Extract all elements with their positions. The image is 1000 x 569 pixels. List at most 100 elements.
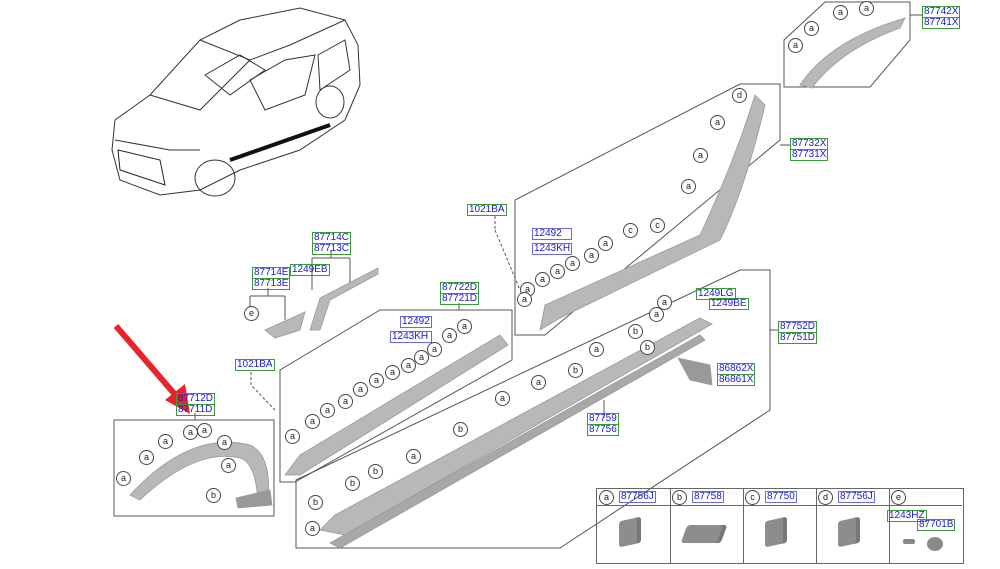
- label-screw-mirror[interactable]: 1249EB: [290, 264, 330, 276]
- callout-a: a: [535, 272, 550, 287]
- callout-a: a: [139, 450, 154, 465]
- callout-b: b: [640, 340, 655, 355]
- part-number[interactable]: 1243KH: [390, 331, 432, 343]
- legend-col-b[interactable]: b 87758: [670, 489, 744, 563]
- callout-a: a: [158, 434, 173, 449]
- screw-icon: [903, 539, 915, 544]
- label-grommet[interactable]: 87701B: [917, 519, 956, 531]
- mirror-lower-part: [264, 311, 306, 339]
- part-number[interactable]: 1243HZ: [887, 510, 927, 522]
- callout-b: b: [345, 476, 360, 491]
- callout-a: a: [406, 449, 421, 464]
- label-screw[interactable]: 1243HZ: [887, 510, 927, 522]
- part-number[interactable]: 87742X: [922, 6, 961, 18]
- callout-a: a: [369, 373, 384, 388]
- part-number[interactable]: 87731X: [790, 149, 829, 161]
- callout-a: a: [442, 328, 457, 343]
- part-number[interactable]: 86861X: [717, 374, 756, 386]
- legend-col-c[interactable]: c 87750: [743, 489, 817, 563]
- part-number[interactable]: 87713E: [252, 278, 291, 290]
- callout-a: a: [305, 521, 320, 536]
- part-number[interactable]: 1021BA: [235, 359, 275, 371]
- retainer-icon: [680, 525, 728, 543]
- callout-a: a: [320, 403, 335, 418]
- part-number[interactable]: 87758: [692, 491, 724, 503]
- part-number[interactable]: 87714E: [252, 267, 291, 279]
- arch-bracket-part: [235, 489, 273, 509]
- callout-letter: b: [672, 490, 687, 505]
- part-number[interactable]: 87722D: [440, 282, 480, 294]
- callout-b: b: [628, 324, 643, 339]
- part-number[interactable]: 87701B: [917, 519, 956, 531]
- callout-d: d: [732, 88, 747, 103]
- callout-b: b: [453, 422, 468, 437]
- label-clips-upper[interactable]: 12492 1243KH: [532, 228, 573, 255]
- part-number[interactable]: 87711D: [176, 405, 216, 416]
- part-number[interactable]: 87751D: [778, 332, 818, 344]
- callout-a: a: [197, 423, 212, 438]
- part-number[interactable]: 12492: [532, 228, 573, 240]
- label-nut-upper[interactable]: 1021BA: [467, 204, 507, 216]
- red-arrow-indicator: [113, 324, 190, 414]
- label-sill-clip-2[interactable]: 1249BE: [709, 298, 749, 310]
- callout-a: a: [338, 394, 353, 409]
- part-number[interactable]: 87741X: [922, 17, 961, 29]
- callout-a: a: [589, 342, 604, 357]
- callout-a: a: [681, 179, 696, 194]
- part-number[interactable]: 87750: [765, 491, 797, 503]
- part-number[interactable]: 87756J: [838, 491, 875, 503]
- part-number[interactable]: 1021BA: [467, 204, 507, 216]
- legend-col-e[interactable]: e 1243HZ 87701B: [887, 489, 962, 563]
- label-clips-front[interactable]: 12492 1243KH: [390, 316, 432, 343]
- part-number[interactable]: 87752D: [778, 321, 818, 333]
- clip-icon: [838, 516, 860, 548]
- part-number[interactable]: 1249BE: [709, 298, 749, 310]
- callout-letter: a: [599, 490, 614, 505]
- part-number[interactable]: 87713C: [312, 243, 352, 255]
- callout-a: a: [427, 342, 442, 357]
- callout-e: e: [244, 306, 259, 321]
- callout-a: a: [788, 38, 803, 53]
- part-number[interactable]: 87759: [587, 413, 619, 425]
- callout-a: a: [217, 435, 232, 450]
- clip-icon: [765, 516, 787, 548]
- legend-col-a[interactable]: a 87756J: [597, 489, 671, 563]
- part-number[interactable]: 1243KH: [532, 243, 573, 255]
- callout-a: a: [495, 391, 510, 406]
- sill-inner-part: [329, 334, 706, 549]
- callout-a: a: [598, 236, 613, 251]
- callout-a: a: [305, 414, 320, 429]
- label-nut-front[interactable]: 1021BA: [235, 359, 275, 371]
- part-number[interactable]: 87732X: [790, 138, 829, 150]
- part-number[interactable]: 12492: [400, 316, 432, 328]
- callout-a: a: [657, 295, 672, 310]
- callout-a: a: [859, 1, 874, 16]
- part-number[interactable]: 87756: [587, 424, 619, 436]
- callout-b: b: [308, 495, 323, 510]
- callout-a: a: [693, 148, 708, 163]
- part-number[interactable]: 87714C: [312, 232, 352, 244]
- label-sill-clip-1[interactable]: 1249LG: [696, 288, 736, 300]
- part-number[interactable]: 87756J: [619, 491, 656, 503]
- quarter-garnish-part: [539, 94, 766, 331]
- part-number[interactable]: 87712D: [176, 393, 216, 405]
- callout-letter: c: [745, 490, 760, 505]
- part-number[interactable]: 87721D: [440, 293, 480, 305]
- callout-a: a: [584, 248, 599, 263]
- part-number[interactable]: 1249EB: [290, 264, 330, 276]
- part-number[interactable]: 1249LG: [696, 288, 736, 300]
- callout-a: a: [804, 21, 819, 36]
- part-number[interactable]: 86862X: [717, 363, 756, 375]
